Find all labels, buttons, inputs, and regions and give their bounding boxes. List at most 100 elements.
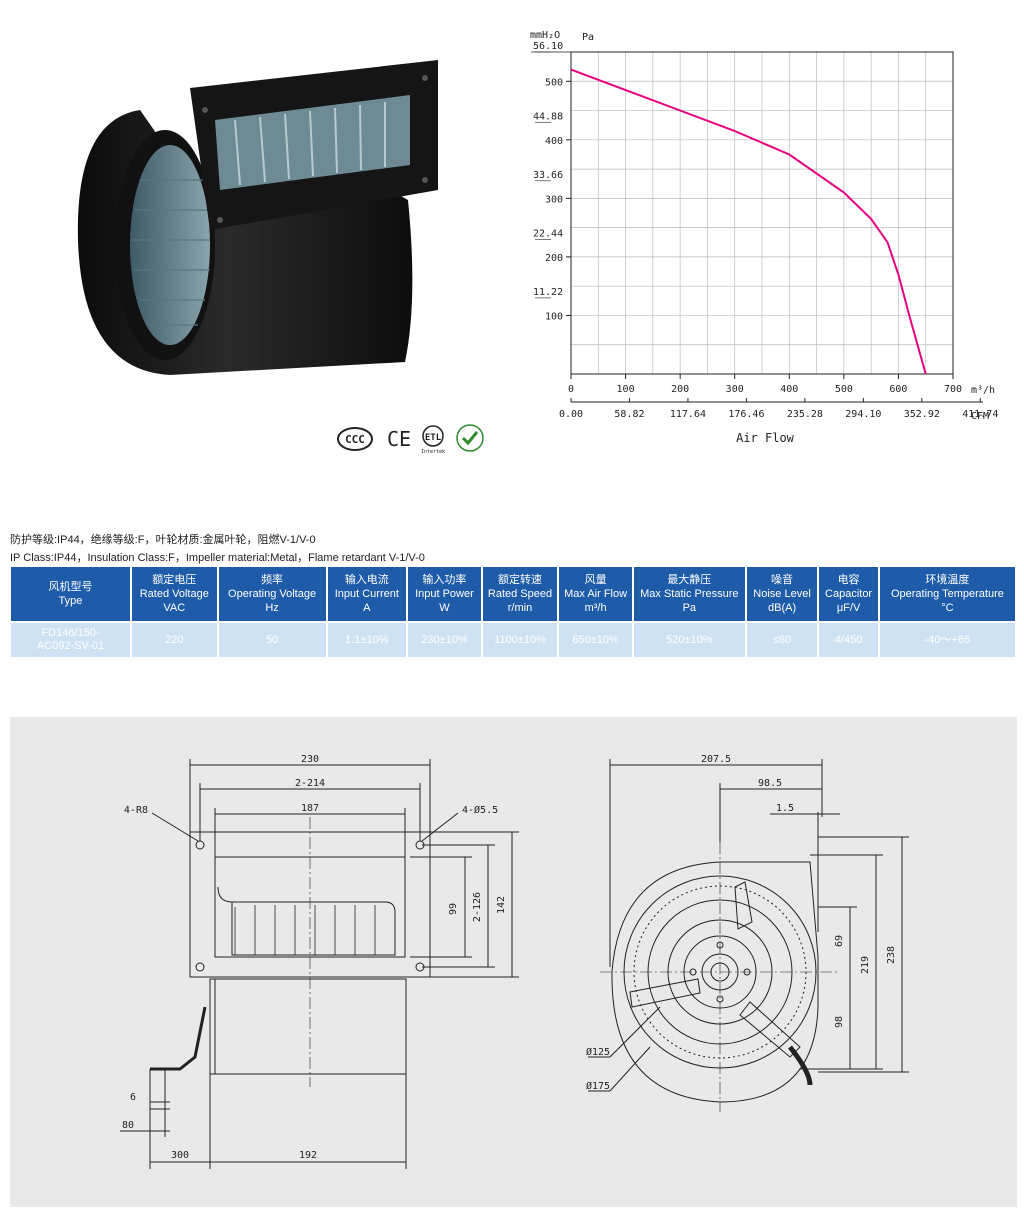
spec-cell: 50	[218, 621, 326, 657]
spec-header-cn: 额定电压	[152, 574, 197, 586]
spec-header-en: Rated Speed	[487, 588, 553, 600]
y-tick-label-pa: 500	[545, 77, 563, 88]
side-view: 207.5 98.5 1.5 69 219 238 98 Ø125 Ø175	[586, 754, 909, 1112]
spec-col-header: 风机型号 Type	[11, 567, 130, 621]
spec-header-cn: 风机型号	[48, 581, 93, 593]
spec-header-unit: r/min	[507, 602, 533, 614]
spec-header-unit: Pa	[682, 602, 697, 614]
y-tick-label-pa: 200	[545, 253, 563, 264]
spec-cell: 650±10%	[559, 621, 632, 657]
x-tick-label-m3h: 0	[568, 384, 574, 395]
rohs-mark	[456, 424, 484, 452]
spec-cell: 1100±10%	[482, 621, 558, 657]
product-image-blower	[77, 60, 438, 375]
spec-line-en: IP Class:IP44，Insulation Class:F，Impelle…	[10, 552, 425, 564]
spec-header-unit: m³/h	[584, 602, 607, 614]
ce-mark: CE	[387, 427, 411, 451]
svg-text:99: 99	[448, 903, 459, 915]
x-tick-label-cfm: 0.00	[559, 409, 583, 420]
spec-header-en: Capacitor	[825, 588, 873, 600]
y-tick-label-mmh2o: 44.88	[533, 111, 563, 122]
y-tick-label-mmh2o: 33.66	[533, 170, 563, 181]
spec-cell-type: FD146/150-AC092-SV-01	[11, 621, 130, 657]
svg-text:4-Ø5.5: 4-Ø5.5	[462, 804, 498, 816]
chart-grid	[570, 51, 954, 375]
svg-text:Ø125: Ø125	[586, 1046, 610, 1058]
front-view: 230 2-214 187 4-R8 4-Ø5.5 99 2-126 142 6…	[120, 754, 519, 1169]
spec-header-cn: 额定转速	[498, 574, 542, 586]
chart-axes	[531, 51, 954, 375]
spec-header-cn: 输入电流	[344, 574, 389, 586]
spec-cell: ≤60	[746, 621, 818, 657]
x-unit-primary: m³/h	[971, 385, 995, 396]
svg-text:69: 69	[834, 935, 845, 947]
spec-header-en: Operating Voltage	[228, 588, 317, 600]
spec-header-en: Max Static Pressure	[640, 588, 739, 600]
spec-header-unit: VAC	[163, 602, 186, 614]
spec-header-en: Input Current	[334, 588, 399, 600]
x-tick-label-m3h: 200	[671, 384, 689, 395]
y-tick-label-pa: 400	[545, 136, 563, 147]
spec-header-cn: 噪音	[771, 574, 794, 586]
dimension-drawing: 230 2-214 187 4-R8 4-Ø5.5 99 2-126 142 6…	[10, 717, 1017, 1207]
svg-text:1.5: 1.5	[776, 803, 794, 814]
svg-text:80: 80	[122, 1120, 134, 1131]
x-tick-label-cfm: 411.74	[962, 409, 998, 420]
svg-text:98: 98	[834, 1016, 845, 1028]
spec-header-cn: 环境温度	[925, 574, 970, 586]
x-tick-label-cfm: 58.82	[614, 409, 644, 420]
svg-text:192: 192	[299, 1150, 317, 1161]
svg-text:2-126: 2-126	[472, 892, 483, 922]
svg-text:6: 6	[130, 1092, 136, 1103]
svg-text:238: 238	[886, 946, 897, 964]
y-unit-left: mmH₂O	[530, 30, 560, 41]
x-tick-label-cfm: 294.10	[845, 409, 881, 420]
x-tick-label-m3h: 400	[780, 384, 798, 395]
svg-text:98.5: 98.5	[758, 778, 782, 789]
spec-header-en: Rated Voltage	[139, 588, 209, 600]
x-tick-label-m3h: 300	[726, 384, 744, 395]
spec-header-en: Type	[58, 595, 83, 607]
spec-cell: 1.1±10%	[327, 621, 407, 657]
x-tick-label-m3h: 500	[835, 384, 853, 395]
ccc-mark: CCC	[337, 427, 373, 451]
spec-header-unit: Hz	[265, 602, 279, 614]
y-tick-label-mmh2o: 22.44	[533, 228, 563, 239]
svg-text:ETL: ETL	[425, 433, 442, 443]
certification-marks: CCC CE ETL Intertek	[335, 422, 495, 456]
spec-header-en: Noise Level	[753, 588, 811, 600]
spec-cell: 4/450	[819, 621, 878, 657]
y-tick-label-mmh2o: 56.10	[533, 41, 563, 52]
spec-header-en: Operating Temperature	[890, 588, 1004, 600]
spec-header-unit: dB(A)	[767, 602, 797, 614]
spec-line-cn: 防护等级:IP44，绝缘等级:F，叶轮材质:金属叶轮，阻燃V-1/V-0	[10, 534, 316, 546]
spec-header-en: Input Power	[415, 588, 474, 600]
svg-text:Ø175: Ø175	[586, 1080, 610, 1092]
svg-text:Intertek: Intertek	[421, 449, 445, 455]
pressure-flow-curve	[570, 68, 927, 375]
spec-col-header: 噪音 Noise Level dB(A)	[746, 567, 818, 621]
spec-cell: -40～+65	[879, 621, 1015, 657]
spec-header-en: Max Air Flow	[564, 588, 628, 600]
x-tick-label-m3h: 600	[889, 384, 907, 395]
y-tick-label-mmh2o: 11.22	[533, 287, 563, 298]
y-unit-right: Pa	[582, 32, 594, 43]
svg-text:187: 187	[301, 803, 319, 814]
svg-text:CE: CE	[387, 427, 411, 451]
spec-header-cn: 电容	[837, 574, 860, 586]
spec-header-unit: μF/V	[836, 602, 861, 614]
x-tick-label-m3h: 700	[944, 384, 962, 395]
spec-header-cn: 输入功率	[422, 574, 467, 586]
x-axis-title: Air Flow	[736, 431, 795, 445]
svg-text:2-214: 2-214	[295, 778, 325, 789]
spec-type-line: AC092-SV-01	[36, 640, 105, 652]
svg-text:230: 230	[301, 754, 319, 765]
performance-chart: mmH₂O Pa m³/h CFM Air Flow 1002003004005…	[530, 30, 998, 445]
